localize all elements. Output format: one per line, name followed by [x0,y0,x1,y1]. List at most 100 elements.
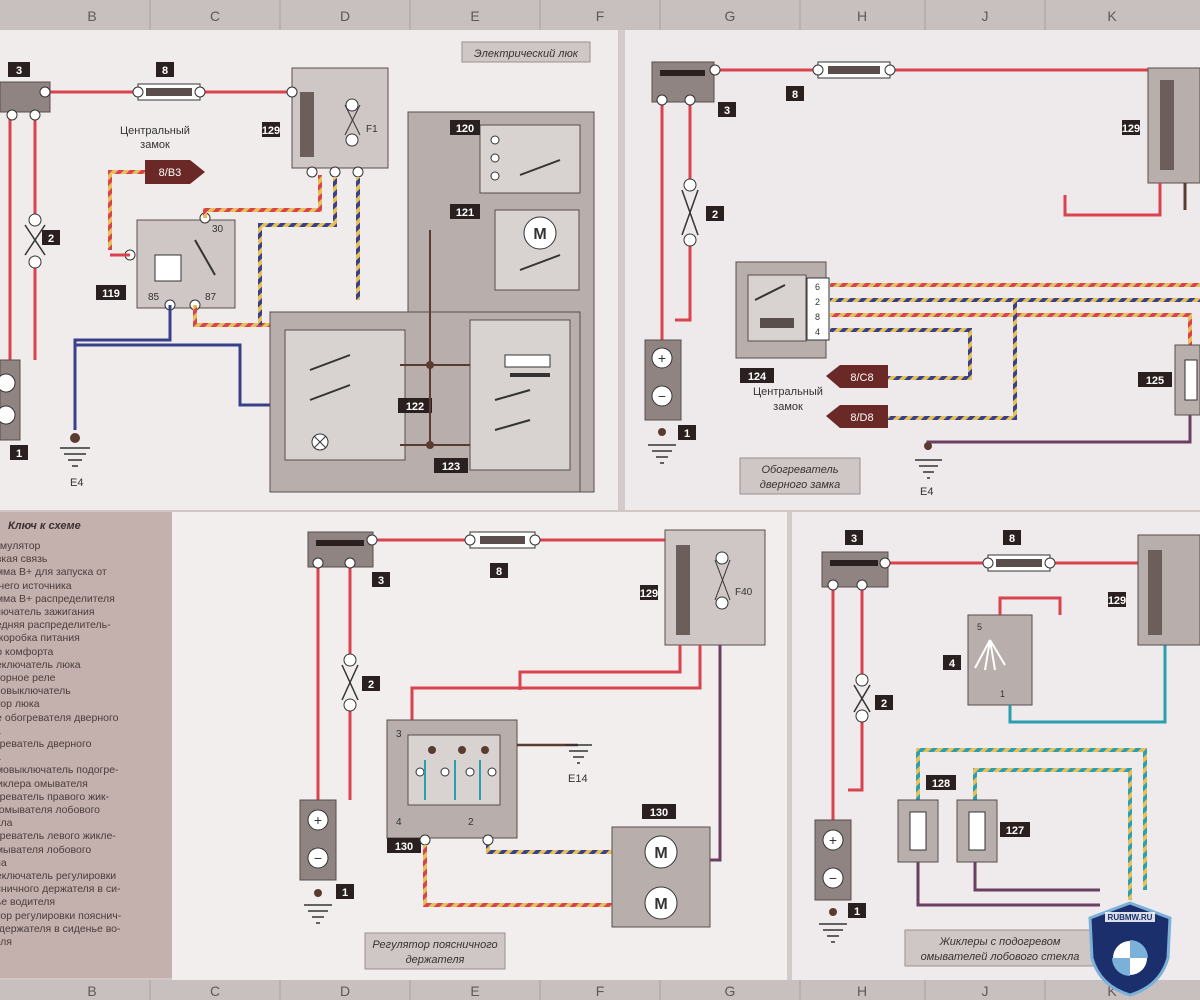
component-tag: 3 [16,65,22,77]
key-item: редняя распределитель- [0,619,111,632]
component-tag: 125 [1146,375,1164,387]
key-item: реключатель люка [0,658,81,671]
component-tag: 2 [881,698,887,710]
relay-pin: 30 [212,224,224,235]
component-tag: 8 [162,65,168,77]
grid-letter-bottom: D [340,983,350,999]
junction-3 [0,81,51,113]
svg-text:4: 4 [815,327,820,337]
door-lock-heater-circuit: 3 8 2 + − 1 6 2 8 4 124 [644,61,1200,498]
ref-arrow-b3 [145,160,205,184]
key-item: о держателя в сиденье во- [0,922,121,935]
svg-text:−: − [658,388,666,404]
grid-letter-top: D [340,8,350,24]
key-item: огреватель дверного [0,738,92,751]
key-item: кла [0,856,7,869]
section-title-door-lock: Обогреватель [761,464,838,476]
section-title-lumbar: держателя [406,954,465,966]
motor-icon [644,835,678,869]
section-title-washer: Жиклеры с подогревом [939,936,1061,948]
key-item: вторное реле [0,672,56,685]
component-tag: 130 [650,807,668,819]
component-tag: 127 [1006,825,1024,837]
key-item: омывателя лобового [0,843,92,856]
rubmw-logo: RUBMW.RU [1088,901,1172,997]
key-item: авкая связь [0,553,48,566]
key-item: рмовыключатель подогре- [0,764,119,777]
grid-letter-bottom: C [210,983,220,999]
svg-text:−: − [829,870,837,886]
key-item: теля [0,936,12,949]
central-lock-label: замок [773,401,803,413]
component-tag: 2 [368,679,374,691]
key-item: а омывателя лобового [0,804,101,817]
grid-letter-bottom: F [596,983,605,999]
component-tag: 128 [932,778,950,790]
ref-arrow-c8 [826,365,888,388]
component-tag: 3 [724,105,730,117]
component-tag: 121 [456,207,474,219]
component-tag: 1 [684,428,690,440]
component-tag: 3 [851,533,857,545]
section-title-lumbar: Регулятор поясничного [372,939,497,951]
grid-letter-bottom: J [982,983,989,999]
central-lock-label: Центральный [753,386,823,398]
svg-text:8: 8 [815,312,820,322]
sunroof-circuit: Электрический люк 3 8 2 1 Центральный [0,41,595,493]
battery-1 [0,359,21,441]
grid-letter-bottom: E [470,983,479,999]
grid-letter-top: C [210,8,220,24]
component-tag: 130 [395,841,413,853]
svg-text:+: + [314,812,322,828]
key-item: екла [0,817,13,830]
component-tag: 129 [640,588,658,600]
key-item: я коробка питания [0,632,80,645]
component-tag: 8 [496,566,502,578]
svg-text:−: − [314,850,322,866]
component-tag: 1 [16,448,22,460]
grid-letter-top: G [725,8,736,24]
component-tag: 2 [48,233,54,245]
key-item: емма B+ распределителя [0,592,115,605]
ground-label: E14 [568,773,588,785]
key-item: емма B+ для запуска от [0,566,107,579]
key-item: ключатель зажигания [0,606,95,619]
grid-bar-bottom [0,980,1200,1000]
motor-icon [523,216,557,250]
central-lock-label: замок [140,139,170,151]
svg-text:5: 5 [977,622,982,632]
relay-pin: 85 [148,292,160,303]
svg-text:2: 2 [815,297,820,307]
component-tag: 122 [406,401,424,413]
ground-label: E4 [70,477,83,489]
switch-120 [284,329,406,461]
component-tag: 129 [1108,595,1126,607]
washer-heater-circuit: 3 8 2 + − 1 5 1 4 129 [814,530,1200,967]
grid-letter-top: E [470,8,479,24]
central-lock-label: Центральный [120,125,190,137]
grid-letter-top: B [87,8,96,24]
key-item: огреватель правого жик- [0,790,110,803]
key-item: ка [0,725,121,738]
ref-label: 8/C8 [850,372,873,384]
component-tag: 129 [1122,123,1140,135]
component-tag: 1 [854,906,860,918]
component-tag: 8 [1009,533,1015,545]
key-item: нье водителя [0,896,56,909]
grid-letter-bottom: K [1107,983,1117,999]
svg-text:M: M [654,845,667,862]
component-tag: 8 [792,89,798,101]
svg-text:1: 1 [1000,689,1005,699]
ground-label: E4 [920,486,933,498]
grid-letter-bottom: G [725,983,736,999]
key-item: ясничного держателя в си- [0,883,121,896]
key-item: ятор регулировки пояснич- [0,909,122,922]
key-item: ка [0,751,121,764]
key-title: Ключ к схеме [8,520,81,532]
key-item: кровыключатель [0,685,71,698]
svg-text:6: 6 [815,282,820,292]
grid-letter-top: F [596,8,605,24]
